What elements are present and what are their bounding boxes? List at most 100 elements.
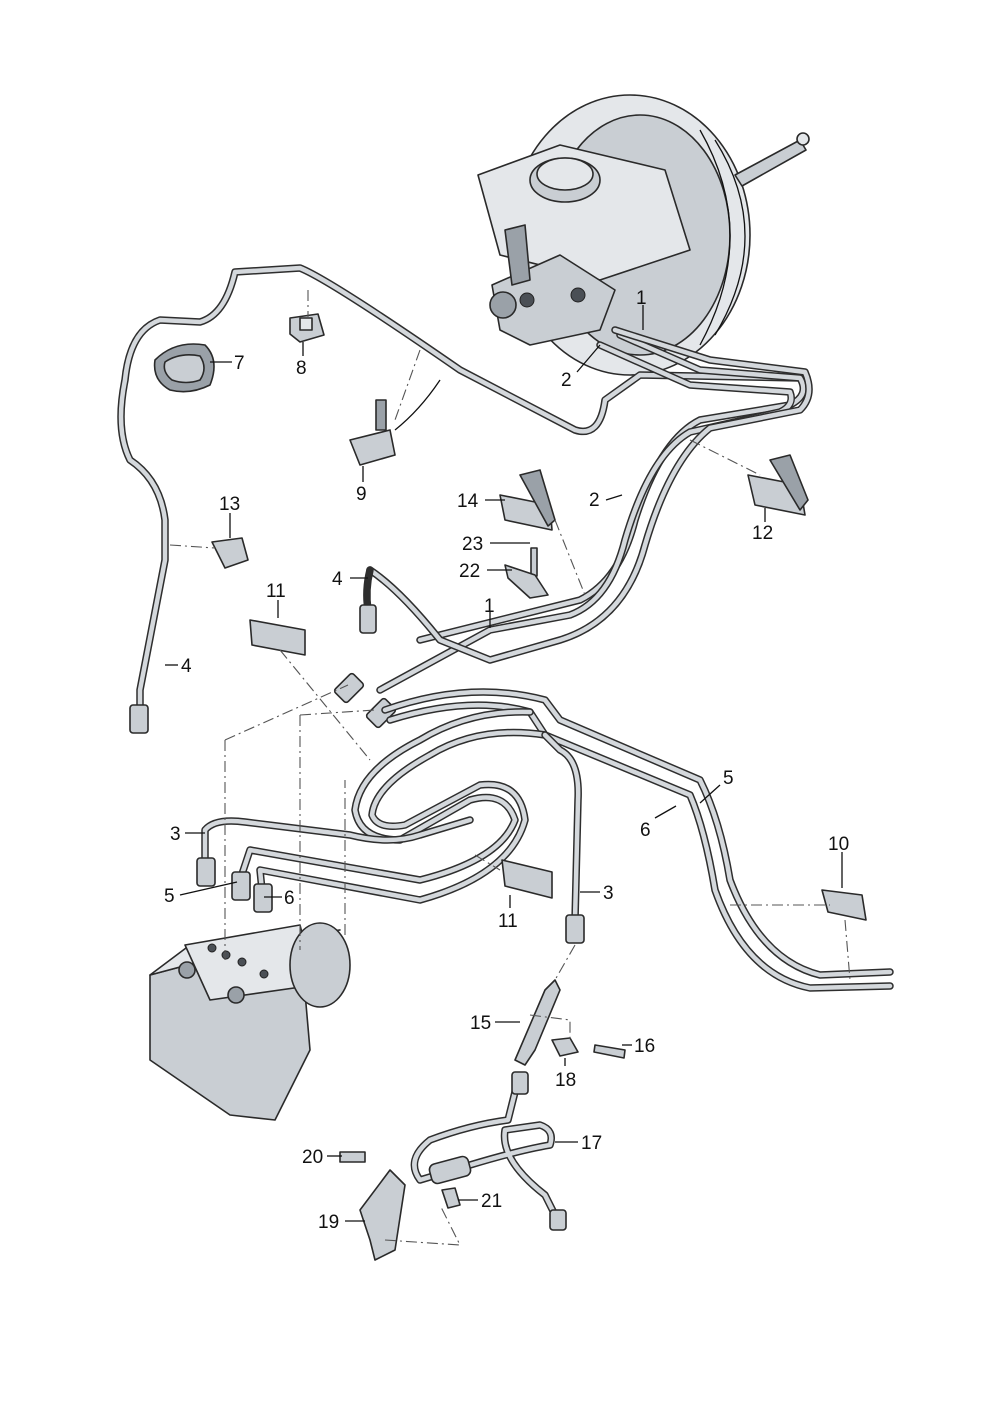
holder-12-arm [769, 454, 809, 511]
pipe-fitting [196, 857, 216, 887]
pipe-4-long-fill [118, 265, 803, 718]
callout-7: 7 [234, 353, 245, 374]
abs-port [221, 950, 231, 960]
bracket-19 [359, 1169, 406, 1261]
small-parts [153, 313, 867, 1261]
callout-11: 11 [498, 911, 518, 932]
leader-lines [165, 305, 843, 1222]
outlet-port [570, 287, 586, 303]
pipe-fitting [359, 604, 377, 634]
reference-lines [169, 290, 851, 1246]
bolt-20 [339, 1151, 366, 1163]
hose-fitting [549, 1209, 567, 1231]
abs-mount [178, 961, 196, 979]
callout-10: 10 [828, 834, 849, 855]
hose-fitting [511, 1071, 529, 1095]
pipe-3-left-fill [202, 817, 473, 863]
abs-port [259, 969, 269, 979]
ref-line [474, 854, 501, 871]
bracket-9 [349, 429, 396, 466]
hose-sleeve [428, 1155, 472, 1185]
callout-20: 20 [302, 1147, 323, 1168]
reservoir-mount [504, 224, 531, 286]
pipe-4-short-end [363, 566, 374, 614]
callout-6: 6 [640, 820, 651, 841]
pipe-6-loop-fill [257, 730, 548, 903]
screw-23 [530, 547, 538, 577]
callout-19: 19 [318, 1212, 339, 1233]
ref-line [279, 649, 371, 761]
leader-5a [699, 784, 721, 804]
booster-rib [714, 139, 746, 336]
callout-4: 4 [181, 656, 192, 677]
bolt-16 [593, 1044, 626, 1059]
push-rod-end [796, 132, 810, 146]
abs-hydraulic-unit [149, 922, 351, 1121]
hose-17-fill [412, 1077, 558, 1218]
callout-9: 9 [356, 484, 367, 505]
callout-23: 23 [462, 534, 483, 555]
pipe-1-fill [377, 342, 794, 693]
callout-5: 5 [723, 768, 734, 789]
part-labels: 1 2 7 8 9 2 12 14 13 23 22 4 11 1 4 5 6 … [164, 288, 849, 1233]
leader-5b [179, 881, 238, 896]
callout-12: 12 [752, 523, 773, 544]
holder-11-bottom [501, 859, 553, 899]
ref-line [394, 349, 421, 421]
booster-rib [699, 129, 731, 346]
clip-18 [551, 1037, 579, 1057]
clip-21 [441, 1187, 461, 1209]
wire-9 [394, 379, 441, 431]
callout-8: 8 [296, 358, 307, 379]
callout-17: 17 [581, 1133, 602, 1154]
clip-13 [211, 537, 249, 569]
pipe-fitting [253, 883, 273, 913]
callout-3: 3 [170, 824, 181, 845]
push-rod [734, 139, 807, 187]
callout-1: 1 [636, 288, 647, 309]
pipe-4-short-fill [367, 327, 812, 663]
clip-10 [821, 889, 867, 921]
callout-4: 4 [332, 569, 343, 590]
callout-14: 14 [457, 491, 479, 512]
ref-line [554, 519, 586, 596]
ref-line [554, 944, 576, 981]
pipe-fitting [365, 697, 397, 729]
abs-mount [227, 986, 245, 1004]
ref-line [844, 919, 851, 981]
bracket-15 [514, 979, 561, 1066]
pipe-fitting [565, 914, 585, 944]
pipe-fitting [333, 672, 365, 704]
outlet-port [519, 292, 535, 308]
callout-2: 2 [561, 370, 572, 391]
callout-18: 18 [555, 1070, 576, 1091]
ref-line [689, 439, 761, 476]
callout-22: 22 [459, 561, 480, 582]
pipe-fitting [129, 704, 149, 734]
pipe-6-fill [387, 702, 893, 991]
pipe-5-fill [382, 689, 893, 978]
pipe-fitting [231, 871, 251, 901]
callout-11: 11 [266, 581, 286, 602]
callout-6: 6 [284, 888, 295, 909]
callout-15: 15 [470, 1013, 491, 1034]
bracket-9-tab [375, 399, 387, 431]
abs-motor [289, 922, 351, 1008]
ref-line [384, 1204, 461, 1246]
callout-1: 1 [484, 596, 495, 617]
leader-2a [576, 344, 601, 373]
reservoir-cap-top [536, 157, 594, 191]
ref-line [299, 709, 376, 716]
clip-8-slot [299, 317, 313, 331]
ref-line [169, 544, 216, 549]
grommet-7-inner [163, 354, 205, 384]
callout-3: 3 [603, 883, 614, 904]
pipe-3-right-fill [542, 732, 581, 923]
bracket-22 [504, 564, 549, 599]
brake-pipes [117, 264, 894, 992]
callout-16: 16 [634, 1036, 655, 1057]
callout-21: 21 [481, 1191, 502, 1212]
callout-13: 13 [219, 494, 240, 515]
callout-2: 2 [589, 490, 600, 511]
